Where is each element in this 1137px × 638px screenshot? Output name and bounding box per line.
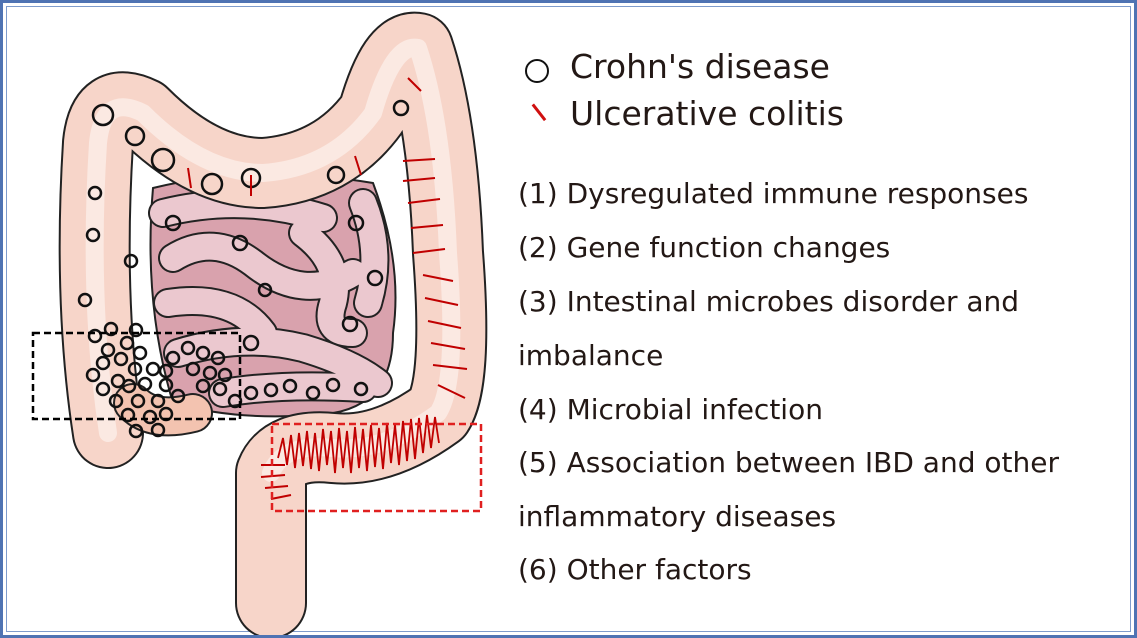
crohns-lesion-circles xyxy=(77,99,410,439)
factor-1: (1) Dysregulated immune responses xyxy=(518,177,1029,210)
crohns-region-box xyxy=(31,331,242,421)
legend-uc-label: Ulcerative colitis xyxy=(570,94,844,133)
factor-4: (4) Microbial infection xyxy=(518,393,823,426)
factor-2: (2) Gene function changes xyxy=(518,231,891,264)
uc-region-box xyxy=(270,422,483,513)
uc-dense-marks xyxy=(277,414,440,474)
crohns-circle-icon xyxy=(525,59,549,83)
factor-5-cont: inflammatory diseases xyxy=(518,500,837,533)
factor-6: (6) Other factors xyxy=(518,553,752,586)
legend-crohns-label: Crohn's disease xyxy=(570,47,830,86)
intestine-illustration xyxy=(31,11,488,635)
factor-5: (5) Association between IBD and other xyxy=(518,446,1059,479)
inner-border xyxy=(6,6,1131,632)
uc-lesion-marks xyxy=(187,77,468,500)
factor-3: (3) Intestinal microbes disorder and xyxy=(518,285,1020,318)
colon xyxy=(58,11,488,635)
factor-3-cont: imbalance xyxy=(518,339,664,372)
